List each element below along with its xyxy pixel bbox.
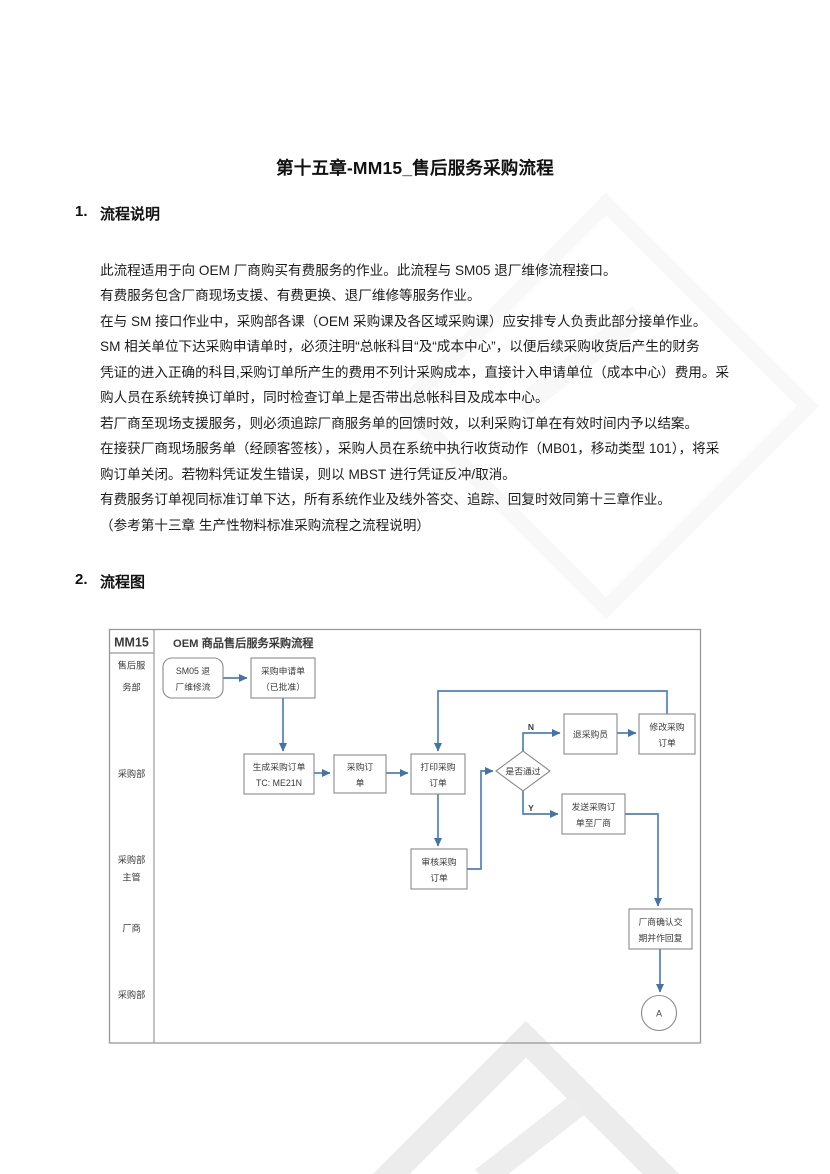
svg-text:TC: ME21N: TC: ME21N [256, 778, 302, 788]
svg-text:退采购员: 退采购员 [573, 729, 608, 740]
section-2-title: 流程图 [100, 574, 146, 591]
svg-text:单: 单 [356, 777, 365, 788]
flow-node-decision-approved: 是否通过 [495, 750, 551, 792]
svg-text:订单: 订单 [430, 872, 448, 883]
svg-text:售后服: 售后服 [118, 660, 146, 671]
lane-purchasing-dept-2: 采购部 [118, 989, 146, 1000]
lane-purchasing-dept: 采购部 [118, 768, 146, 779]
connector-arrow [625, 813, 662, 907]
connector-arrow-rework-loop [434, 690, 668, 752]
flowchart-diagram: MM15 OEM 商品售后服务采购流程 售后服 务部 采购部 采购部 主管 厂商… [108, 628, 702, 1044]
flow-node-send-po-to-vendor: 发送采购订 单至厂商 [561, 793, 626, 835]
flow-node-purchase-requisition: 采购申请单 （已批准） [250, 657, 316, 699]
flowchart-border [108, 628, 702, 1044]
text-line: 有费服务订单视同标准订单下达，所有系统作业及线外答交、追踪、回复时效同第十三章作… [100, 492, 671, 508]
connector-arrow-no-branch [522, 729, 561, 751]
flow-node-print-po: 打印采购 订单 [410, 753, 466, 795]
svg-text:打印采购: 打印采购 [420, 761, 455, 772]
text-line: 凭证的进入正确的科目,采购订单所产生的费用不列计采购成本，直接计入申请单位（成本… [100, 364, 730, 380]
flow-node-vendor-confirm: 厂商确认交 期并作回复 [628, 908, 693, 950]
svg-text:采购部: 采购部 [118, 854, 146, 865]
text-line: （参考第十三章 生产性物料标准采购流程之流程说明） [100, 517, 431, 533]
text-line: SM 相关单位下达采购申请单时，必须注明“总帐科目“及“成本中心”，以便后续采购… [100, 339, 700, 355]
flow-node-modify-po: 修改采购 订单 [638, 713, 696, 755]
svg-text:修改采购: 修改采购 [649, 721, 684, 732]
svg-text:采购订: 采购订 [347, 761, 374, 772]
text-line: 有费服务包含厂商现场支援、有费更换、退厂维修等服务作业。 [100, 288, 481, 304]
process-description: 此流程适用于向 OEM 厂商购买有费服务的作业。此流程与 SM05 退厂维修流程… [100, 258, 729, 538]
flow-node-return-to-buyer: 退采购员 [563, 713, 618, 755]
svg-text:订单: 订单 [429, 777, 447, 788]
svg-text:是否通过: 是否通过 [505, 766, 540, 777]
svg-text:SM05 退: SM05 退 [176, 666, 210, 676]
text-line: 购人员在系统转换订单时，同时检查订单上是否带出总帐科目及成本中心。 [100, 390, 549, 406]
branch-label-no: N [528, 722, 534, 732]
svg-text:审核采购: 审核采购 [421, 856, 456, 867]
flowchart-title: OEM 商品售后服务采购流程 [173, 636, 313, 650]
flow-node-review-po: 审核采购 订单 [410, 848, 468, 890]
text-line: 在与 SM 接口作业中，采购部各课（OEM 采购课及各区域采购课）应安排专人负责… [100, 313, 707, 329]
text-line: 购订单关闭。若物料凭证发生错误，则以 MBST 进行凭证反冲/取消。 [100, 466, 516, 482]
svg-text:发送采购订: 发送采购订 [572, 801, 616, 812]
svg-text:务部: 务部 [122, 682, 140, 693]
flowchart-code: MM15 [114, 636, 149, 650]
flow-node-create-po: 生成采购订单 TC: ME21N [243, 753, 315, 795]
svg-text:厂商确认交: 厂商确认交 [639, 916, 683, 927]
section-1-title: 流程说明 [100, 206, 161, 223]
page-title: 第十五章-MM15_售后服务采购流程 [276, 158, 554, 178]
text-line: 若厂商至现场支援服务，则必须追踪厂商服务单的回馈时效，以利采购订单在有效时间内予… [100, 415, 699, 431]
svg-text:期并作回复: 期并作回复 [639, 932, 683, 943]
section-2-heading: 2. 流程图 [75, 571, 145, 592]
connector-arrow-yes-branch [522, 791, 559, 818]
svg-text:采购部: 采购部 [118, 768, 146, 779]
svg-text:生成采购订单: 生成采购订单 [253, 761, 306, 772]
svg-text:主管: 主管 [122, 872, 140, 883]
section-2-number: 2. [75, 571, 88, 588]
lane-vendor: 厂商 [122, 923, 140, 934]
text-line: 在接获厂商现场服务单（经顾客签核），采购人员在系统中执行收货动作（MB01，移动… [100, 441, 720, 457]
branch-label-yes: Y [528, 803, 534, 813]
lane-after-sales-dept: 售后服 务部 [118, 660, 146, 693]
svg-text:厂维修流: 厂维修流 [175, 681, 210, 692]
section-1-heading: 1. 流程说明 [75, 203, 160, 224]
flow-connectors: N Y [223, 674, 668, 993]
svg-text:单至厂商: 单至厂商 [576, 817, 611, 828]
svg-text:A: A [656, 1009, 662, 1019]
svg-text:采购部: 采购部 [118, 989, 146, 1000]
flow-node-purchase-order: 采购订 单 [333, 754, 387, 794]
flow-node-sm05-return-repair: SM05 退 厂维修流 [162, 657, 224, 699]
svg-text:采购申请单: 采购申请单 [261, 665, 305, 676]
svg-text:订单: 订单 [658, 737, 676, 748]
section-1-number: 1. [75, 203, 88, 220]
lane-purchasing-supervisor: 采购部 主管 [118, 854, 146, 883]
text-line: 此流程适用于向 OEM 厂商购买有费服务的作业。此流程与 SM05 退厂维修流程… [100, 263, 617, 278]
flow-node-offpage-connector-a: A [640, 994, 678, 1032]
svg-text:厂商: 厂商 [122, 923, 140, 934]
connector-arrow [467, 767, 494, 870]
svg-text:（已批准）: （已批准） [261, 681, 305, 692]
watermark-logo [475, 1095, 585, 1174]
